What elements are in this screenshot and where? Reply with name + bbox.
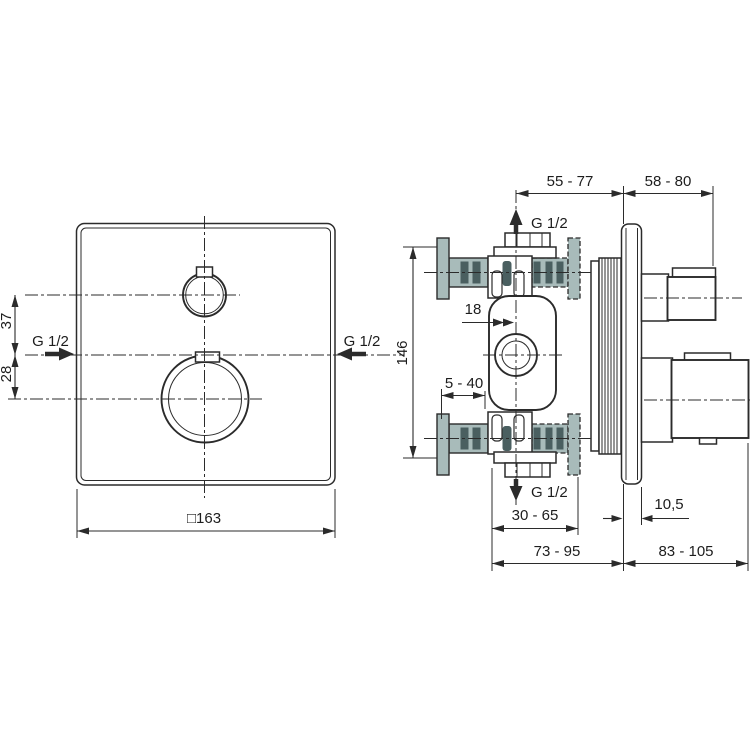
arrowhead [566, 525, 578, 532]
thermostat-handle-side [640, 352, 750, 445]
front-view: 37 28 G 1/2 G 1/2 □163 [0, 216, 404, 538]
front-left-inlet: G 1/2 [32, 333, 74, 361]
valve-top-connection [487, 232, 557, 299]
top-hex-nipple [504, 232, 551, 248]
inlet-right-label: G 1/2 [344, 333, 381, 350]
slot [545, 427, 553, 450]
arrowhead [11, 295, 19, 307]
wall-plate-bottom-left [436, 413, 450, 476]
outlet-top-arrow [509, 209, 523, 225]
faceplate-front-inner-edge [80, 227, 331, 481]
thermostat-bottom-tab [698, 437, 718, 445]
dim-10-5-label: 10,5 [654, 496, 683, 513]
arrowhead [611, 515, 623, 522]
arrowhead [701, 190, 713, 197]
wall-plate-bottom-right-hidden [567, 413, 581, 476]
dim-58-80-label: 58 - 80 [645, 173, 692, 190]
arrowhead [493, 318, 504, 327]
arrowhead [77, 527, 89, 535]
height-dimension: 146 [394, 246, 437, 459]
dim-55-77-label: 55 - 77 [547, 173, 594, 190]
screw-pill [491, 270, 503, 298]
faceplate-side [620, 223, 643, 485]
arrowhead [409, 446, 417, 458]
dim-5-40-label: 5 - 40 [445, 375, 483, 392]
arrowhead [623, 190, 636, 197]
dim-37-label: 37 [0, 313, 15, 330]
bottom-flange [493, 451, 557, 464]
arrowhead [11, 343, 19, 355]
arrowhead [492, 525, 504, 532]
inlet-left-arrow [59, 347, 74, 361]
outlet-top-label: G 1/2 [531, 215, 568, 232]
arrowhead [441, 392, 454, 399]
tile-thickness-dimension: 5 - 40 [441, 375, 486, 419]
outlet-bottom-label: G 1/2 [531, 484, 568, 501]
dim-146-label: 146 [394, 340, 411, 365]
front-right-inlet: G 1/2 [337, 333, 380, 361]
arrowhead [516, 190, 529, 197]
wall-plate-top-left [436, 237, 450, 300]
axis-offset-dimension: 18 [462, 301, 514, 327]
thermostat-index-tab [194, 351, 221, 363]
bottom-outlet: G 1/2 [509, 479, 568, 501]
inlet-left-label: G 1/2 [32, 333, 69, 350]
dim-30-65-label: 30 - 65 [512, 507, 559, 524]
arrowhead [11, 387, 19, 399]
arrowhead [736, 560, 748, 567]
top-outlet: G 1/2 [509, 209, 568, 234]
bottom-hex-nipple [504, 462, 551, 478]
diverter-handle-side [640, 267, 717, 322]
slot [545, 261, 553, 284]
arrowhead [623, 560, 636, 567]
dim-163-label: □163 [187, 510, 221, 527]
arrowhead [473, 392, 485, 399]
top-dimensions: 55 - 77 58 - 80 [516, 173, 714, 266]
slot [502, 261, 512, 286]
dim-18-label: 18 [465, 301, 482, 318]
arrowhead [11, 355, 19, 367]
arrowhead [641, 515, 653, 522]
side-view: G 1/2 G 1/2 146 55 - 77 58 - 80 [394, 173, 750, 571]
faceplate-profile [620, 223, 643, 485]
front-width-dimension: □163 [76, 489, 336, 538]
inlet-right-arrow [337, 347, 352, 361]
side-centerlines [424, 190, 750, 505]
thermostat-knob [670, 359, 750, 439]
arrowhead [503, 318, 514, 327]
dim-28-label: 28 [0, 366, 15, 383]
wall-plates [436, 237, 581, 476]
arrowhead [611, 560, 624, 567]
screw-pill [491, 414, 503, 442]
bottom-dimensions: 30 - 65 10,5 73 - 95 83 - 105 [491, 443, 749, 571]
outlet-bottom-arrow [509, 486, 523, 501]
threaded-sleeve [590, 257, 622, 455]
wall-plate-top-right-hidden [567, 237, 581, 300]
arrowhead [323, 527, 335, 535]
dim-83-105-label: 83 - 105 [658, 543, 713, 560]
arrowhead [492, 560, 504, 567]
sleeve-collar [590, 260, 600, 452]
arrowhead [409, 247, 417, 259]
arrowhead [611, 190, 624, 197]
front-vertical-dimensions: 37 28 [0, 295, 19, 399]
dim-73-95-label: 73 - 95 [534, 543, 581, 560]
